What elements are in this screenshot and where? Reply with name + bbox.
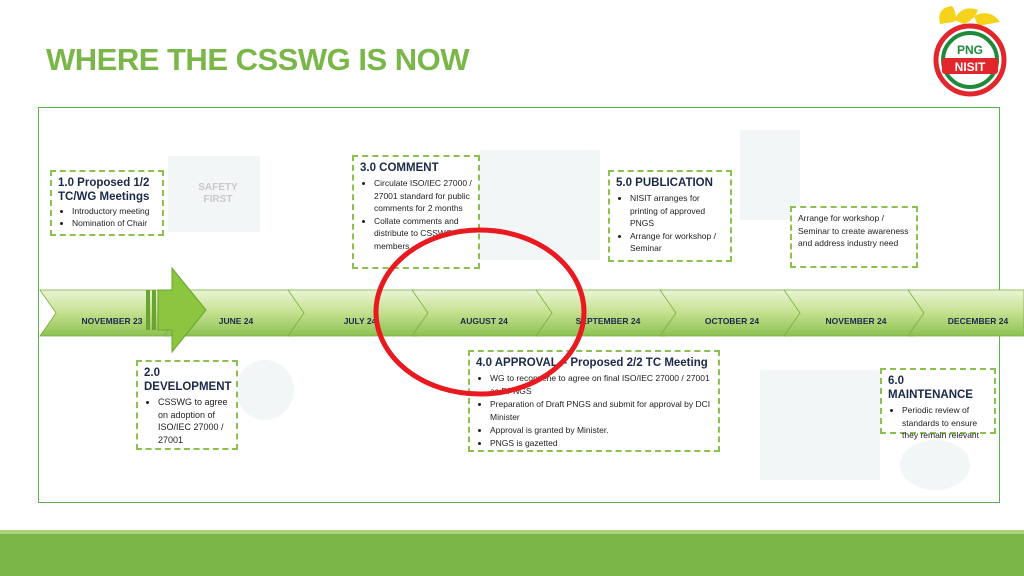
stage-5-heading: 5.0 PUBLICATION — [616, 177, 713, 189]
stage-2-heading-line2: DEVELOPMENT — [144, 381, 232, 393]
background-disc-image — [900, 440, 970, 490]
stage-5-item: Arrange for workshop / Seminar — [630, 230, 724, 255]
background-sign-image — [168, 156, 260, 232]
logo-feather-icon-2 — [954, 8, 978, 24]
stage-box-5b-workshop: Arrange for workshop / Seminar to create… — [790, 206, 918, 268]
stage-2-heading-line1: 2.0 — [144, 367, 160, 379]
timeline-chevron-7 — [783, 289, 931, 337]
stage-box-2-development: 2.0 DEVELOPMENT CSSWG to agree on adopti… — [136, 360, 238, 450]
stage-3-item: Collate comments and distribute to CSSWG… — [374, 215, 472, 253]
stage-box-3-comment: 3.0 COMMENT Circulate ISO/IEC 27000 / 27… — [352, 155, 480, 269]
stage-1-heading-line1: 1.0 Proposed 1/2 — [58, 177, 150, 189]
stage-1-item: Nomination of Chair — [72, 218, 156, 230]
stage-4-heading: 4.0 APPROVAL – Proposed 2/2 TC Meeting — [476, 357, 708, 369]
stage-4-item: Preparation of Draft PNGS and submit for… — [490, 398, 712, 424]
stage-5b-text: Arrange for workshop / Seminar to create… — [798, 213, 909, 248]
footer-accent-line — [0, 530, 1024, 534]
stage-1-heading-line2: TC/WG Meetings — [58, 191, 150, 203]
timeline-label-jun24: JUNE 24 — [218, 316, 254, 326]
stage-box-4-approval: 4.0 APPROVAL – Proposed 2/2 TC Meeting W… — [468, 350, 720, 452]
stage-6-heading: 6.0 MAINTENANCE — [888, 375, 973, 401]
stage-box-1-proposed: 1.0 Proposed 1/2 TC/WG Meetings Introduc… — [50, 170, 164, 236]
timeline-label-nov24: NOVEMBER 24 — [825, 316, 887, 326]
stage-5-item: NISIT arranges for printing of approved … — [630, 192, 724, 230]
background-hand-image — [740, 130, 800, 220]
stage-4-item: PNGS is gazetted — [490, 437, 712, 450]
page-title: WHERE THE CSSWG IS NOW — [46, 42, 470, 77]
background-sign-text: SAFETY FIRST — [198, 182, 238, 205]
timeline-label-aug24: AUGUST 24 — [460, 316, 508, 326]
timeline-label-jul24: JULY 24 — [343, 316, 377, 326]
stage-6-item: Periodic review of standards to ensure t… — [902, 404, 988, 442]
logo-feather-icon-3 — [974, 13, 1000, 26]
highlight-circle — [373, 227, 587, 397]
background-documents-image — [760, 370, 880, 480]
timeline-chevron-6 — [659, 289, 807, 337]
stage-1-item: Introductory meeting — [72, 206, 156, 218]
logo-top-text: PNG — [957, 43, 983, 57]
timeline-chevron-8 — [907, 289, 1024, 337]
logo-feather-icon — [939, 6, 956, 24]
stage-2-item: CSSWG to agree on adoption of ISO/IEC 27… — [158, 396, 230, 446]
timeline-label-nov23: NOVEMBER 23 — [81, 316, 143, 326]
timeline-label-sep24: SEPTEMBER 24 — [575, 316, 641, 326]
logo-bottom-text: NISIT — [955, 60, 986, 74]
footer-bar — [0, 534, 1024, 576]
background-gear-image — [236, 360, 294, 420]
png-nisit-logo: PNG NISIT — [933, 6, 1007, 97]
stage-box-5-publication: 5.0 PUBLICATION NISIT arranges for print… — [608, 170, 732, 262]
stage-3-item: Circulate ISO/IEC 27000 / 27001 standard… — [374, 177, 472, 215]
stage-box-6-maintenance: 6.0 MAINTENANCE Periodic review of stand… — [880, 368, 996, 440]
stage-4-item: Approval is granted by Minister. — [490, 424, 712, 437]
background-people-image — [480, 150, 600, 260]
timeline-label-dec24: DECEMBER 24 — [947, 316, 1009, 326]
stage-3-heading: 3.0 COMMENT — [360, 162, 439, 174]
current-position-arrow — [146, 266, 207, 354]
timeline-label-oct24: OCTOBER 24 — [704, 316, 760, 326]
